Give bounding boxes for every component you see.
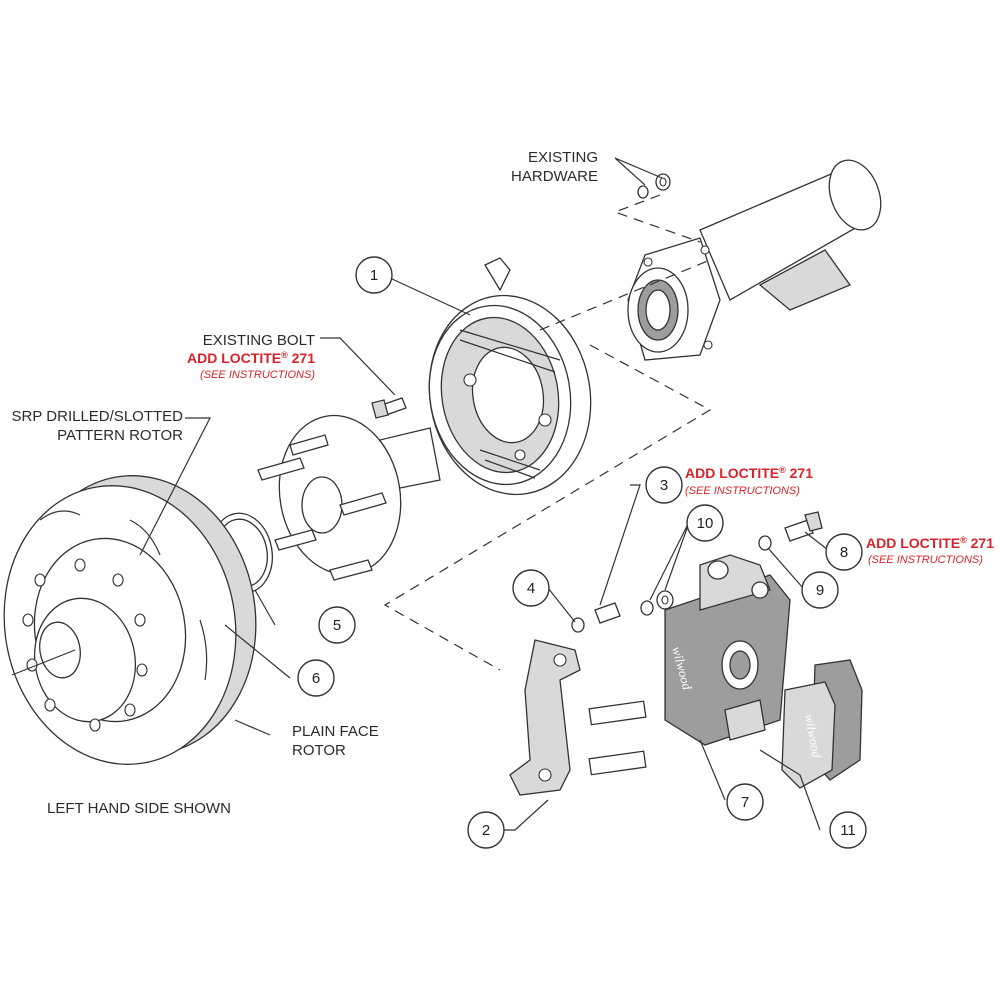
left-hand-side-note: LEFT HAND SIDE SHOWN [47, 800, 231, 817]
plain-rotor-label-line1: PLAIN FACE [292, 723, 379, 740]
shim-washers [640, 590, 674, 616]
callout-1: 1 [355, 256, 393, 294]
callout-10: 10 [686, 504, 724, 542]
brake-caliper [664, 554, 791, 746]
existing-bolt-label: EXISTING BOLT [203, 332, 315, 349]
svg-text:2: 2 [482, 822, 490, 839]
svg-text:10: 10 [697, 515, 714, 532]
callout-2: 2 [467, 811, 505, 849]
caliper-bolt [758, 511, 823, 551]
svg-text:6: 6 [312, 670, 320, 687]
caliper-mounting-bracket [509, 639, 647, 796]
callout-11: 11 [829, 811, 867, 849]
existing-hardware-label-line1: EXISTING [528, 149, 598, 166]
parking-brake-backing-plate [428, 257, 592, 496]
bracket-bolt [571, 602, 621, 633]
callout-7: 7 [726, 783, 764, 821]
callout-5: 5 [318, 606, 356, 644]
brake-pads [781, 659, 863, 789]
callout-4: 4 [512, 569, 550, 607]
svg-text:8: 8 [840, 544, 848, 561]
see-instructions-bracket: (SEE INSTRUCTIONS) [685, 485, 800, 497]
loctite-note-caliper-bolt: ADD LOCTITE® 271 [866, 535, 994, 551]
existing-hardware-label-line2: HARDWARE [511, 168, 598, 185]
svg-text:3: 3 [660, 477, 668, 494]
callout-8: 8 [825, 533, 863, 571]
see-instructions-bolt: (SEE INSTRUCTIONS) [200, 369, 315, 381]
svg-text:1: 1 [370, 267, 378, 284]
see-instructions-caliper: (SEE INSTRUCTIONS) [868, 554, 983, 566]
svg-text:4: 4 [527, 580, 535, 597]
svg-text:11: 11 [840, 822, 856, 839]
svg-text:9: 9 [816, 582, 824, 599]
loctite-note-bracket-bolt: ADD LOCTITE® 271 [685, 465, 813, 481]
srp-rotor-label-line1: SRP DRILLED/SLOTTED [12, 408, 184, 425]
svg-text:7: 7 [741, 794, 749, 811]
existing-bolt [371, 397, 407, 419]
existing-hardware-nuts [637, 173, 671, 199]
brake-rotor [3, 475, 257, 765]
callout-3: 3 [645, 466, 683, 504]
srp-rotor-label-line2: PATTERN ROTOR [57, 427, 183, 444]
svg-text:5: 5 [333, 617, 341, 634]
hub-with-studs [257, 414, 441, 581]
plain-rotor-label-line2: ROTOR [292, 742, 346, 759]
callout-6: 6 [297, 659, 335, 697]
axle-housing [627, 159, 882, 361]
loctite-note-bolt: ADD LOCTITE® 271 [187, 350, 315, 366]
callout-9: 9 [801, 571, 839, 609]
